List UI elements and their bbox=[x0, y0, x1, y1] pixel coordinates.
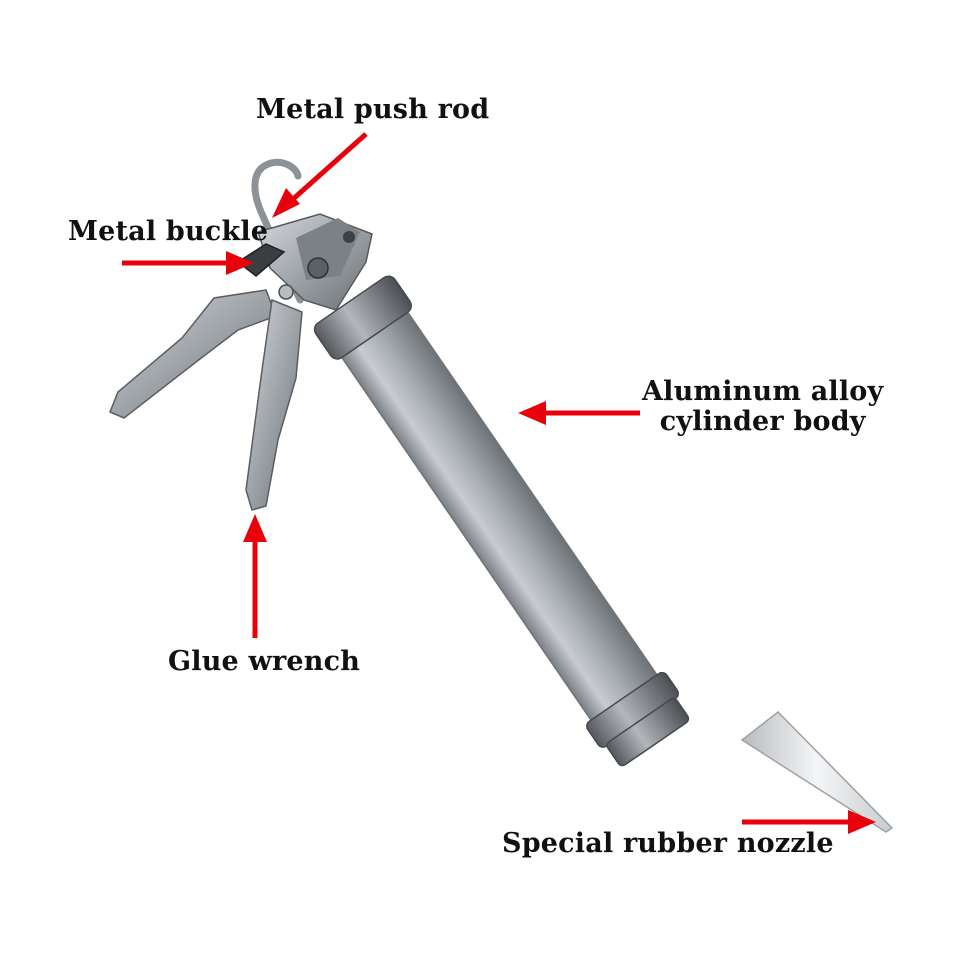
label-cylinder-line1: Aluminum alloy bbox=[642, 376, 884, 407]
arrow-cylinder bbox=[518, 401, 640, 425]
arrow-nozzle bbox=[742, 810, 876, 834]
cylinder-body bbox=[313, 275, 690, 767]
arrow-push-rod bbox=[272, 132, 368, 218]
label-cylinder-line2: cylinder body bbox=[659, 406, 866, 437]
arrow-wrench bbox=[243, 514, 267, 638]
label-cylinder-body: Aluminum alloy cylinder body bbox=[642, 377, 883, 437]
metal-buckle bbox=[236, 243, 286, 277]
handle-frame bbox=[257, 213, 373, 311]
label-rubber-nozzle: Special rubber nozzle bbox=[502, 828, 834, 859]
back-handle bbox=[109, 289, 277, 419]
rubber-nozzle bbox=[740, 710, 894, 833]
label-metal-buckle: Metal buckle bbox=[68, 216, 269, 247]
glue-wrench-trigger bbox=[245, 298, 303, 511]
arrow-buckle bbox=[122, 251, 254, 275]
metal-push-rod bbox=[251, 158, 304, 304]
label-metal-push-rod: Metal push rod bbox=[256, 94, 490, 125]
label-glue-wrench: Glue wrench bbox=[168, 646, 361, 677]
